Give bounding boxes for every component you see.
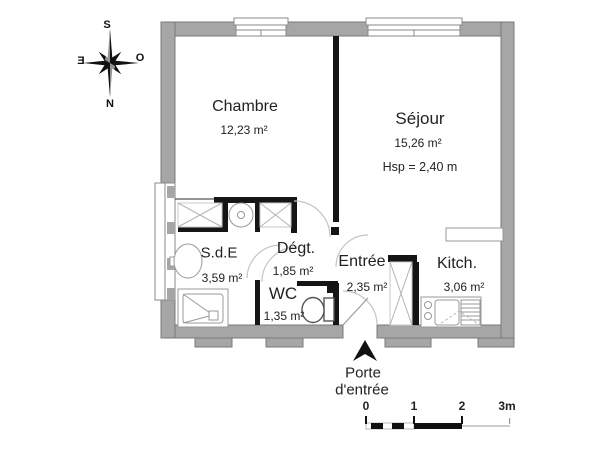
door-wc bbox=[261, 246, 298, 283]
wall-kitchen-closet-right bbox=[412, 262, 419, 325]
door-chambre bbox=[293, 200, 331, 238]
pilaster bbox=[477, 337, 515, 348]
door-arcs bbox=[246, 200, 378, 326]
scale-tick-0: 0 bbox=[362, 399, 370, 413]
entrance-label-line1: Porte bbox=[345, 364, 381, 382]
door-sde bbox=[246, 244, 282, 279]
pilaster bbox=[194, 337, 233, 348]
door-sejour bbox=[335, 234, 369, 268]
interior-walls bbox=[178, 36, 419, 325]
scale-bar bbox=[365, 416, 511, 430]
wall-chambre-sejour bbox=[333, 36, 339, 222]
wall-kitchen-closet-top bbox=[388, 255, 417, 262]
room-label-degt: Dégt. bbox=[276, 240, 316, 257]
shower bbox=[177, 288, 229, 328]
room-area-sejour: 15,26 m² bbox=[394, 136, 442, 150]
ceiling-height-label: Hsp = 2,40 m bbox=[382, 160, 458, 174]
wall-chambre-bottom bbox=[214, 197, 293, 203]
washing-machine bbox=[228, 202, 254, 228]
window-sde bbox=[154, 182, 176, 301]
closet-divider bbox=[222, 197, 228, 227]
wall-entree-right bbox=[333, 283, 339, 325]
toilet bbox=[301, 296, 335, 324]
room-label-chambre: Chambre bbox=[212, 98, 278, 115]
wall-closet-bottom bbox=[178, 227, 222, 232]
wall-right bbox=[500, 21, 515, 339]
entrance-arrow-icon bbox=[353, 340, 377, 361]
wall-left-lower bbox=[160, 298, 176, 339]
closet-divider bbox=[291, 197, 297, 233]
closets bbox=[177, 202, 413, 326]
wall-post bbox=[331, 227, 339, 235]
room-label-kitch: Kitch. bbox=[436, 255, 478, 272]
sejour-shelf bbox=[445, 227, 504, 242]
pilaster bbox=[265, 337, 304, 348]
sde-sink bbox=[169, 243, 203, 279]
drainboard bbox=[460, 299, 481, 326]
scale-tick-2: 2 bbox=[458, 399, 466, 413]
compass-west-label: O bbox=[135, 52, 145, 64]
pilaster bbox=[384, 337, 432, 348]
wall-wc-top bbox=[297, 281, 337, 286]
scale-tick-1: 1 bbox=[410, 399, 418, 413]
door-entree-arc bbox=[342, 290, 378, 326]
kitchen-counter bbox=[420, 296, 482, 328]
room-label-sde: S.d.E bbox=[200, 244, 238, 262]
compass-east-label: E bbox=[77, 55, 85, 67]
room-area-degt: 1,85 m² bbox=[272, 264, 314, 278]
door-entree-leaf bbox=[342, 297, 369, 326]
kitchen-sink bbox=[434, 299, 460, 326]
window-sejour bbox=[365, 17, 463, 37]
wall-wc-left bbox=[255, 280, 260, 325]
room-area-kitch: 3,06 m² bbox=[443, 280, 485, 294]
window-chambre bbox=[233, 17, 289, 37]
scale-tick-3m: 3m bbox=[498, 399, 516, 413]
room-label-wc: WC bbox=[268, 284, 298, 303]
room-label-sejour: Séjour bbox=[395, 109, 445, 128]
wall-left-upper bbox=[160, 21, 176, 185]
compass-rose-icon bbox=[83, 29, 139, 97]
entrance-label-line2: d'entrée bbox=[335, 381, 389, 399]
room-area-chambre: 12,23 m² bbox=[220, 123, 268, 137]
room-area-entree: 2,35 m² bbox=[346, 280, 388, 294]
closet-divider bbox=[255, 197, 260, 227]
wall-wc-corner bbox=[327, 281, 338, 293]
room-label-entree: Entrée bbox=[338, 253, 386, 270]
room-area-sde: 3,59 m² bbox=[201, 271, 243, 285]
room-area-wc: 1,35 m² bbox=[263, 309, 305, 323]
compass-south-label: S bbox=[103, 19, 111, 31]
compass-north-label: N bbox=[106, 98, 114, 110]
